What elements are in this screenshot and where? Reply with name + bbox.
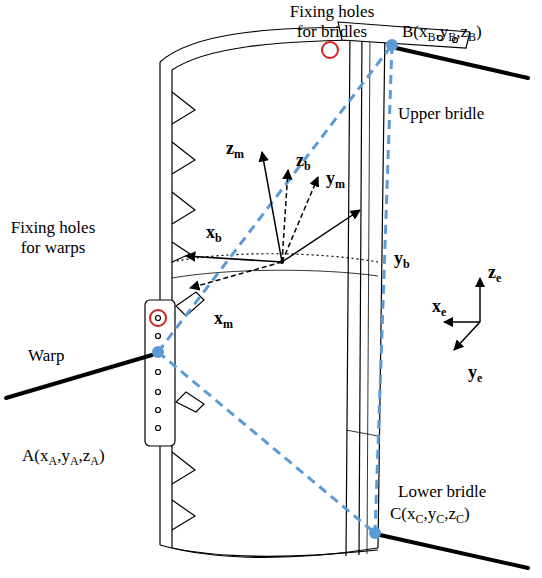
- axis-label: ye: [468, 362, 482, 382]
- subscript: C: [456, 512, 464, 526]
- axis-label: zb: [296, 150, 311, 170]
- axis-label: ze: [488, 262, 501, 282]
- subscript: m: [223, 317, 233, 331]
- subscript: b: [215, 231, 222, 245]
- subscript: B: [448, 30, 456, 44]
- cable-label: Warp: [28, 346, 64, 366]
- subscript: B: [428, 30, 436, 44]
- subscript: A: [48, 454, 57, 468]
- subscript: e: [496, 271, 501, 285]
- cable-label: Upper bridle: [398, 104, 484, 124]
- subscript: b: [403, 257, 410, 271]
- axis-label: xb: [206, 222, 222, 242]
- subscript: m: [234, 147, 244, 161]
- subscript: A: [90, 454, 99, 468]
- point-label: B(xB,yB,zB): [402, 22, 482, 42]
- subscript: A: [70, 454, 79, 468]
- subscript: e: [477, 371, 482, 385]
- subscript: C: [416, 512, 424, 526]
- subscript: e: [441, 305, 446, 319]
- axis-label: xm: [214, 308, 233, 328]
- subscript: C: [436, 512, 444, 526]
- axis-label: ym: [326, 168, 345, 188]
- subscript: B: [468, 30, 476, 44]
- axis-label: xe: [432, 296, 446, 316]
- axis-label: zm: [226, 138, 244, 158]
- cable-label: Lower bridle: [398, 482, 486, 502]
- point-label: C(xC,yC,zC): [390, 504, 470, 524]
- callout-note: Fixing holes for warps: [4, 218, 102, 258]
- axis-label: yb: [394, 248, 410, 268]
- subscript: m: [335, 177, 345, 191]
- subscript: b: [304, 159, 311, 173]
- callout-note: Fixing holes for bridles: [280, 2, 384, 42]
- point-label: A(xA,yA,zA): [22, 446, 105, 466]
